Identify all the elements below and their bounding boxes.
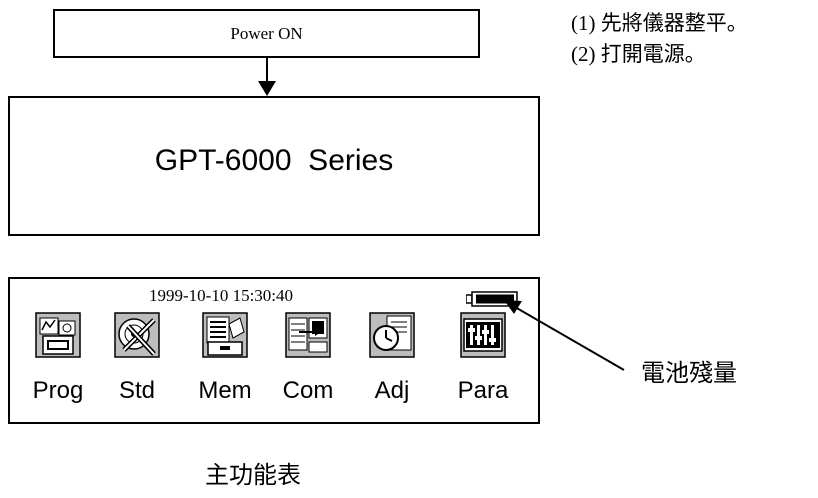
flow-arrow-down — [258, 57, 276, 96]
adjust-icon — [369, 312, 415, 358]
menu-item-mem[interactable]: Mem — [180, 307, 270, 417]
menu-label-prog: Prog — [32, 377, 84, 404]
menu-item-prog[interactable]: Prog — [13, 307, 103, 417]
menu-label-com: Com — [282, 377, 334, 404]
menu-label-adj: Adj — [374, 377, 410, 404]
datetime-display: 1999-10-10 15:30:40 — [149, 286, 294, 305]
standard-icon — [114, 312, 160, 358]
power-on-label: Power ON — [230, 23, 303, 43]
step-1: (1) 先將儀器整平。 — [571, 11, 748, 35]
power-on-box: Power ON — [53, 9, 480, 58]
menu-item-std[interactable]: Std — [92, 307, 182, 417]
menu-label-para: Para — [457, 377, 509, 404]
battery-level-label: 電池殘量 — [641, 361, 737, 387]
parameter-icon — [460, 312, 506, 358]
menu-item-para[interactable]: Para — [438, 307, 528, 417]
step-instructions: (1) 先將儀器整平。 (2) 打開電源。 — [571, 8, 748, 70]
program-icon — [35, 312, 81, 358]
step-2: (2) 打開電源。 — [571, 42, 706, 66]
battery-icon — [466, 291, 518, 307]
main-menu-caption: 主功能表 — [205, 463, 301, 489]
menu-item-adj[interactable]: Adj — [347, 307, 437, 417]
menu-label-mem: Mem — [198, 377, 252, 404]
device-splash-box: GPT-6000 Series — [8, 96, 540, 236]
memory-icon — [202, 312, 248, 358]
battery-callout-arrow — [504, 300, 625, 371]
menu-label-std: Std — [118, 377, 156, 404]
main-menu-screen: 1999-10-10 15:30:40 Prog — [8, 277, 540, 424]
communication-icon — [285, 312, 331, 358]
menu-item-com[interactable]: Com — [263, 307, 353, 417]
device-title: GPT-6000 Series — [154, 144, 394, 177]
menu-icons-row: Prog Std — [10, 307, 538, 417]
